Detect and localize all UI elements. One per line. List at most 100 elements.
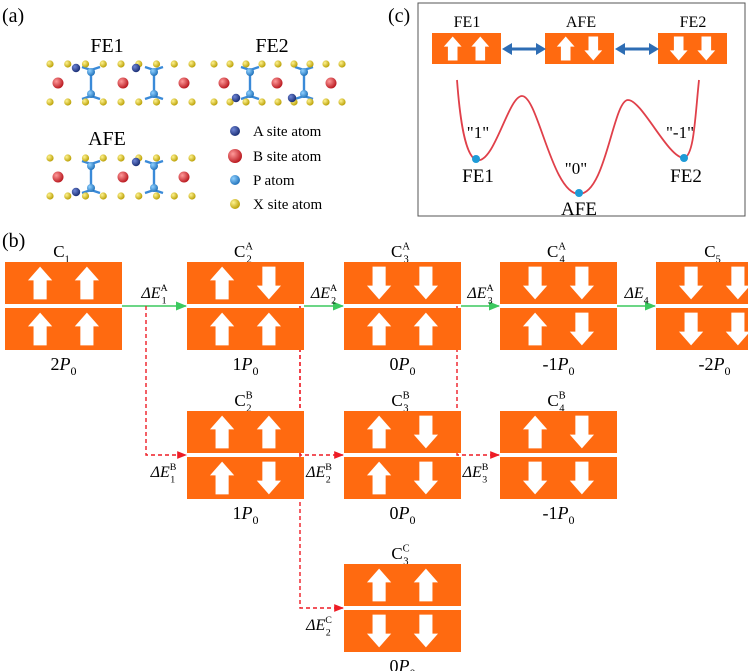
atom-A-icon	[71, 187, 81, 197]
atom-X-icon	[46, 192, 54, 200]
node-C2A-top-layer-fill	[187, 262, 304, 304]
atom-P-icon	[246, 68, 254, 76]
node-C3A-bottom-layer	[344, 308, 461, 350]
atom-X-icon	[274, 98, 282, 106]
legend-p-atom: P atom	[253, 173, 295, 189]
state-fe1-box	[432, 33, 501, 64]
arrow-up-icon	[209, 266, 235, 300]
atom-P-icon	[150, 162, 158, 170]
atom-A-icon	[287, 93, 297, 103]
legend-x-site: X site atom	[253, 197, 322, 213]
atom-X-icon	[64, 192, 72, 200]
node-C2B-top-layer-fill	[187, 411, 304, 453]
node-C4B-top-layer	[500, 411, 617, 453]
atom-A-icon	[231, 93, 241, 103]
arrow-up-icon	[471, 36, 490, 61]
state-afe-arrows	[545, 33, 614, 64]
panel-c-label: (c)	[388, 5, 410, 27]
atom-X-icon	[188, 192, 196, 200]
atom-X-icon	[188, 60, 196, 68]
arrow-down-icon	[669, 36, 688, 61]
atom-B-icon	[52, 171, 64, 183]
transition-e2c-line	[299, 306, 344, 612]
structure-fe2-image	[210, 60, 346, 106]
double-arrow-afe-fe2	[615, 43, 659, 55]
atom-P-icon	[246, 90, 254, 98]
arrow-down-icon	[413, 614, 439, 648]
atom-X-icon	[117, 98, 125, 106]
atom-X-icon	[306, 60, 314, 68]
atom-X-icon	[99, 60, 107, 68]
node-C3B-bottom-layer	[344, 457, 461, 499]
arrow-down-icon	[256, 461, 282, 495]
node-C5-top-layer	[656, 262, 748, 304]
arrow-up-icon	[74, 266, 100, 300]
atom-X-icon	[81, 60, 90, 68]
arrow-down-icon	[413, 415, 439, 449]
atom-A-icon	[131, 63, 141, 73]
node-C2A-bottom-layer-fill	[187, 308, 304, 350]
atom-X-icon	[81, 98, 90, 106]
minimum-fe1-label: FE1	[462, 166, 494, 187]
arrow-up-icon	[366, 415, 392, 449]
state-afe-arrows-fill	[545, 33, 614, 64]
structure-fe1-image	[46, 60, 196, 106]
node-C2A-polarization: 1P0	[233, 354, 259, 378]
structure-fe2-title: FE2	[255, 35, 288, 57]
atom-X-icon	[210, 60, 218, 68]
atom-X-icon	[338, 98, 346, 106]
node-C3B-polarization: 0P0	[390, 503, 416, 527]
node-C3C-bottom-layer	[344, 610, 461, 652]
node-C1-top-layer-fill	[5, 262, 122, 304]
arrow-down-icon	[725, 266, 748, 300]
transition-e4: ΔE4	[617, 285, 657, 311]
arrow-down-icon	[697, 36, 716, 61]
minimum-fe1-dot	[472, 155, 480, 163]
atom-X-icon	[46, 98, 54, 106]
node-C1-polarization: 2P0	[51, 354, 77, 378]
atom-B-icon	[325, 77, 337, 89]
atom-P-icon	[150, 184, 158, 192]
node-C1-bottom-layer-fill	[5, 308, 122, 350]
minimum-fe2-dot	[680, 154, 688, 162]
state-fe1-title: FE1	[454, 14, 481, 31]
atom-P-icon	[87, 68, 95, 76]
arrow-up-icon	[27, 266, 53, 300]
arrow-up-icon	[366, 312, 392, 346]
atom-P-icon	[300, 90, 308, 98]
atom-X-icon	[188, 154, 196, 162]
atom-P-icon	[87, 162, 95, 170]
node-C3B-bottom-layer-fill	[344, 457, 461, 499]
minimum-afe-value: "0"	[565, 159, 587, 178]
arrow-down-icon	[569, 312, 595, 346]
atom-X-icon	[338, 60, 346, 68]
node-C5: C5-2P0	[656, 242, 748, 378]
node-C4A-top-layer	[500, 262, 617, 304]
arrow-up-icon	[256, 312, 282, 346]
atom-X-icon	[135, 192, 143, 200]
atom-B-icon	[117, 77, 129, 89]
node-C4A-top-layer-fill	[500, 262, 617, 304]
arrow-up-icon	[366, 568, 392, 602]
node-C3C: CC30P0	[344, 543, 461, 671]
node-C2B-bottom-layer	[187, 457, 304, 499]
atom-A-icon	[71, 63, 81, 73]
minimum-fe1-value: "1"	[467, 123, 489, 142]
arrow-up-icon	[443, 36, 462, 61]
atom-X-icon	[117, 154, 125, 162]
arrow-up-icon	[413, 568, 439, 602]
atom-X-icon	[99, 154, 107, 162]
atom-X-icon	[64, 154, 72, 162]
arrow-up-icon	[209, 415, 235, 449]
node-C4A-bottom-layer-fill	[500, 308, 617, 350]
arrow-down-icon	[678, 266, 704, 300]
